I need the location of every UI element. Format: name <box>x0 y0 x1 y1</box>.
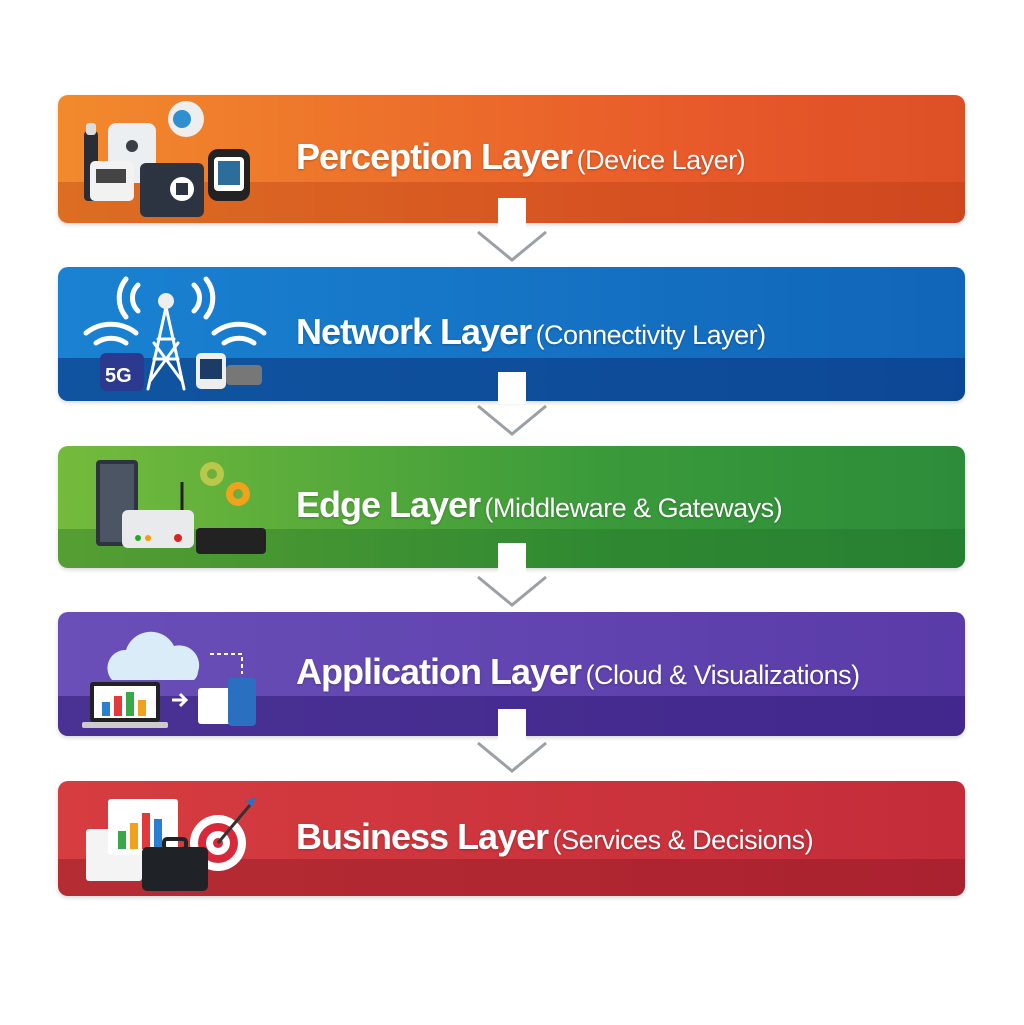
iot-devices-icon <box>84 101 250 217</box>
layer-subtitle: (Services & Decisions) <box>552 824 814 855</box>
layer-subtitle: (Device Layer) <box>576 144 746 175</box>
business-target-icon <box>86 797 256 891</box>
5g-label: 5G <box>105 365 132 387</box>
layer-subtitle: (Cloud & Visualizations) <box>585 659 861 690</box>
down-arrow-icon <box>477 198 547 262</box>
layer-subtitle: (Connectivity Layer) <box>535 319 767 350</box>
layer-subtitle: (Middleware & Gateways) <box>484 492 783 523</box>
edge-gateway-icon <box>96 460 266 554</box>
layer-title: Network Layer <box>296 310 532 352</box>
down-arrow-icon <box>477 543 547 607</box>
cloud-dashboard-icon <box>82 631 256 728</box>
down-arrow-icon <box>477 709 547 773</box>
layer-title: Perception Layer <box>296 135 573 177</box>
down-arrow-icon <box>477 372 547 436</box>
network-tower-icon: 5G <box>83 276 267 391</box>
layer-title: Business Layer <box>296 815 549 857</box>
layer-business: Business Layer (Services & Decisions) <box>58 781 965 896</box>
layer-title: Edge Layer <box>296 483 481 525</box>
layer-title: Application Layer <box>296 650 582 692</box>
